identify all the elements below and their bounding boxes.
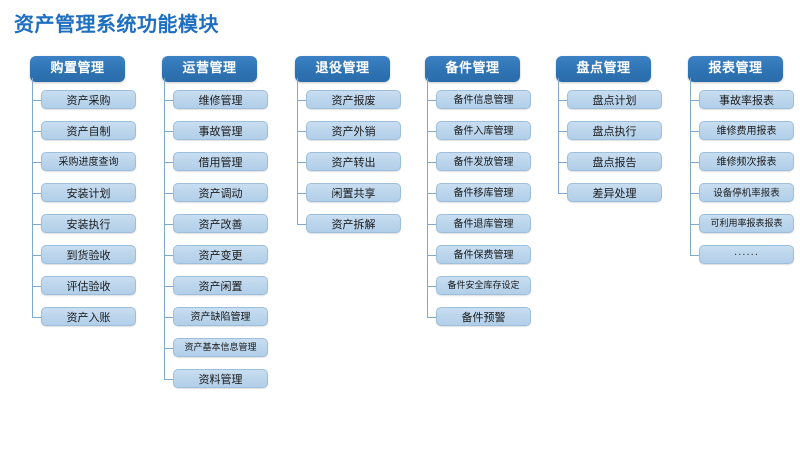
module-header-5[interactable]: 盘点管理 <box>556 56 651 82</box>
connector-stub <box>427 254 436 256</box>
connector-stub <box>164 130 173 132</box>
module-item[interactable]: 维修频次报表 <box>699 152 794 171</box>
module-item[interactable]: 备件保费管理 <box>436 245 531 264</box>
connector-stub <box>690 161 699 163</box>
connector-stub <box>297 161 306 163</box>
connector-stub <box>690 130 699 132</box>
module-item[interactable]: 采购进度查询 <box>41 152 136 171</box>
module-item[interactable]: 备件退库管理 <box>436 214 531 233</box>
module-item[interactable]: 资产报废 <box>306 90 401 109</box>
module-item[interactable]: 到货验收 <box>41 245 136 264</box>
module-item[interactable]: 资产调动 <box>173 183 268 202</box>
module-item[interactable]: 资产拆解 <box>306 214 401 233</box>
connector-stub <box>32 161 41 163</box>
module-item[interactable]: 资产自制 <box>41 121 136 140</box>
module-item[interactable]: 设备停机率报表 <box>699 183 794 202</box>
connector-stub <box>690 192 699 194</box>
connector-stub <box>427 99 436 101</box>
connector-stub <box>558 192 567 194</box>
module-item[interactable]: 盘点报告 <box>567 152 662 171</box>
connector-stub <box>690 223 699 225</box>
module-item[interactable]: 事故率报表 <box>699 90 794 109</box>
module-header-1[interactable]: 购置管理 <box>30 56 125 82</box>
connector-stub <box>427 130 436 132</box>
connector-stub <box>164 254 173 256</box>
module-item[interactable]: 备件入库管理 <box>436 121 531 140</box>
module-header-3[interactable]: 退役管理 <box>295 56 390 82</box>
module-header-4[interactable]: 备件管理 <box>425 56 520 82</box>
connector-stub <box>164 192 173 194</box>
module-item[interactable]: 盘点执行 <box>567 121 662 140</box>
module-header-2[interactable]: 运营管理 <box>162 56 257 82</box>
module-item[interactable]: 备件发放管理 <box>436 152 531 171</box>
connector-stub <box>297 99 306 101</box>
module-item[interactable]: 评估验收 <box>41 276 136 295</box>
module-item[interactable]: 资产转出 <box>306 152 401 171</box>
module-item[interactable]: 安装执行 <box>41 214 136 233</box>
connector-spine <box>427 78 428 317</box>
module-item[interactable]: 资产闲置 <box>173 276 268 295</box>
connector-stub <box>558 99 567 101</box>
module-item[interactable]: 资产改善 <box>173 214 268 233</box>
connector-stub <box>32 254 41 256</box>
module-item[interactable]: 资产变更 <box>173 245 268 264</box>
module-item[interactable]: 维修费用报表 <box>699 121 794 140</box>
connector-stub <box>164 347 173 349</box>
module-item[interactable]: 资产采购 <box>41 90 136 109</box>
connector-stub <box>427 223 436 225</box>
module-item[interactable]: 安装计划 <box>41 183 136 202</box>
connector-spine <box>32 78 33 317</box>
connector-stub <box>558 130 567 132</box>
connector-stub <box>164 316 173 318</box>
connector-stub <box>427 316 436 318</box>
module-item[interactable]: 事故管理 <box>173 121 268 140</box>
page-title: 资产管理系统功能模块 <box>14 12 219 36</box>
module-item[interactable]: 差异处理 <box>567 183 662 202</box>
module-item[interactable]: 借用管理 <box>173 152 268 171</box>
connector-stub <box>164 99 173 101</box>
module-item[interactable]: 资料管理 <box>173 369 268 388</box>
connector-stub <box>32 192 41 194</box>
connector-stub <box>32 285 41 287</box>
connector-spine <box>164 78 165 379</box>
connector-stub <box>164 223 173 225</box>
connector-stub <box>558 161 567 163</box>
module-item[interactable]: 备件移库管理 <box>436 183 531 202</box>
connector-stub <box>32 316 41 318</box>
module-item[interactable]: 资产外销 <box>306 121 401 140</box>
module-item[interactable]: 资产基本信息管理 <box>173 338 268 357</box>
connector-stub <box>690 99 699 101</box>
module-item[interactable]: 资产缺陷管理 <box>173 307 268 326</box>
connector-stub <box>164 378 173 380</box>
connector-stub <box>297 130 306 132</box>
module-item[interactable]: ······ <box>699 245 794 264</box>
module-item[interactable]: 维修管理 <box>173 90 268 109</box>
connector-stub <box>690 254 699 256</box>
connector-spine <box>690 78 691 255</box>
connector-stub <box>297 223 306 225</box>
connector-stub <box>164 285 173 287</box>
connector-stub <box>427 192 436 194</box>
connector-stub <box>427 285 436 287</box>
connector-spine <box>297 78 298 224</box>
function-module-diagram: 购置管理资产采购资产自制采购进度查询安装计划安装执行到货验收评估验收资产入账 运营… <box>0 52 800 450</box>
connector-stub <box>297 192 306 194</box>
connector-stub <box>32 99 41 101</box>
module-item[interactable]: 备件预警 <box>436 307 531 326</box>
connector-stub <box>427 161 436 163</box>
connector-stub <box>32 223 41 225</box>
connector-stub <box>164 161 173 163</box>
module-item[interactable]: 资产入账 <box>41 307 136 326</box>
module-item[interactable]: 备件信息管理 <box>436 90 531 109</box>
module-item[interactable]: 可利用率报表报表 <box>699 214 794 233</box>
connector-stub <box>32 130 41 132</box>
module-item[interactable]: 备件安全库存设定 <box>436 276 531 295</box>
module-item[interactable]: 盘点计划 <box>567 90 662 109</box>
connector-spine <box>558 78 559 193</box>
module-header-6[interactable]: 报表管理 <box>688 56 783 82</box>
module-item[interactable]: 闲置共享 <box>306 183 401 202</box>
